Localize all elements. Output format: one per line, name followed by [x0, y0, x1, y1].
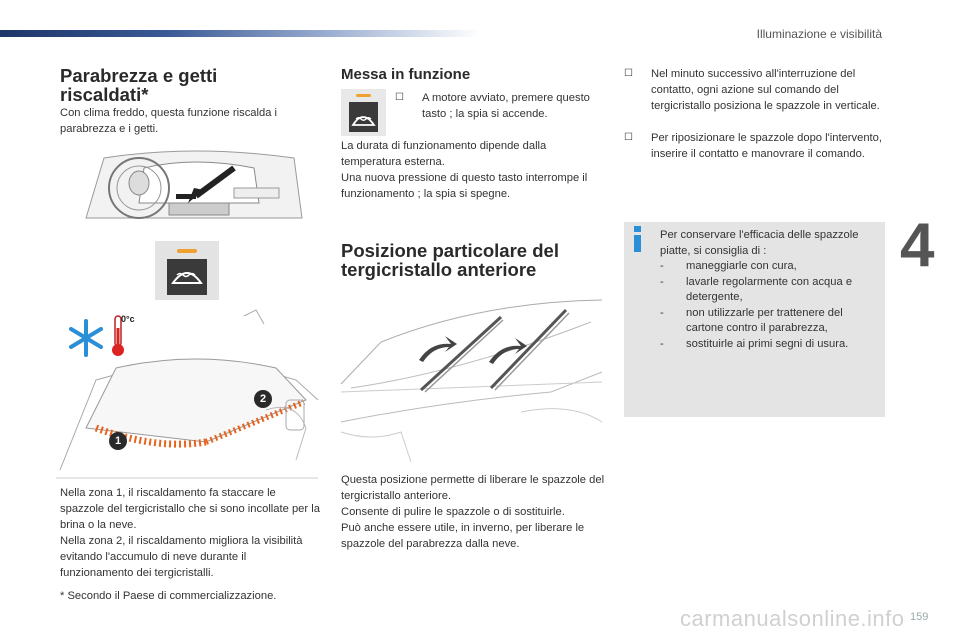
heading-line-2: riscaldati*	[60, 84, 149, 105]
info-icon	[634, 226, 641, 252]
zones-description: Nella zona 1, il riscaldamento fa stacca…	[60, 487, 320, 579]
col3-bullet-1-text: Nel minuto successivo all'interruzione d…	[651, 68, 880, 112]
zone-2-marker: 2	[254, 390, 272, 408]
checkbox-bullet-icon: ☐	[624, 68, 633, 79]
info-item: -non utilizzarle per trattenere del cart…	[660, 306, 843, 335]
footnote: * Secondo il Paese di commercializzazion…	[60, 590, 277, 602]
info-box	[624, 222, 885, 417]
zone-1-marker: 1	[109, 432, 127, 450]
col3-bullet-2: ☐ Per riposizionare le spazzole dopo l'i…	[624, 130, 886, 162]
duration-text: La durata di funzionamento dipende dalla…	[341, 140, 588, 200]
snowflake-icon	[69, 319, 103, 357]
watermark: carmanualsonline.info	[680, 606, 905, 631]
wiper-service-illustration	[340, 299, 603, 463]
checkbox-bullet-icon: ☐	[624, 132, 633, 143]
info-item: -maneggiarle con cura,	[660, 260, 797, 272]
heading2-line-2: tergicristallo anteriore	[341, 259, 537, 280]
windscreen-defrost-icon	[349, 94, 378, 132]
info-box-text: Per conservare l'efficacia delle spazzol…	[660, 228, 878, 352]
heading-wiper-position: Posizione particolare del tergicristallo…	[341, 241, 559, 279]
defrost-button-closeup	[155, 241, 219, 300]
page-number: 159	[910, 611, 929, 623]
thermometer-icon	[112, 315, 124, 356]
header-bar	[0, 30, 480, 37]
section-title: Illuminazione e visibilità	[756, 27, 882, 41]
chapter-number: 4	[900, 211, 935, 280]
col3-bullet-1: ☐ Nel minuto successivo all'interruzione…	[624, 66, 886, 114]
intro-text: Con clima freddo, questa funzione riscal…	[60, 107, 278, 135]
defrost-button-drawing	[167, 249, 207, 295]
checkbox-bullet-icon: ☐	[395, 92, 404, 103]
activation-bullet: ☐ A motore avviato, premere questo tasto…	[395, 90, 605, 122]
wiper-position-text: Questa posizione permette di liberare le…	[341, 474, 605, 550]
heading2-line-1: Posizione particolare del	[341, 240, 559, 261]
col3-bullet-2-text: Per riposizionare le spazzole dopo l'int…	[651, 132, 882, 160]
info-item: -lavarle regolarmente con acqua e deterg…	[660, 275, 853, 304]
windscreen-heating-illustration	[56, 309, 319, 479]
defrost-button-icon	[341, 89, 386, 136]
info-intro: Per conservare l'efficacia delle spazzol…	[660, 229, 859, 257]
temperature-label: 0°c	[121, 314, 135, 324]
heading-line-1: Parabrezza e getti	[60, 65, 218, 86]
activation-bullet-text: A motore avviato, premere questo tasto ;…	[422, 92, 590, 120]
dashboard-illustration	[85, 150, 303, 219]
heading-activation: Messa in funzione	[341, 66, 471, 83]
heading-heated-windscreen: Parabrezza e getti riscaldati*	[60, 66, 217, 104]
info-item: -sostituirle ai primi segni di usura.	[660, 337, 849, 350]
